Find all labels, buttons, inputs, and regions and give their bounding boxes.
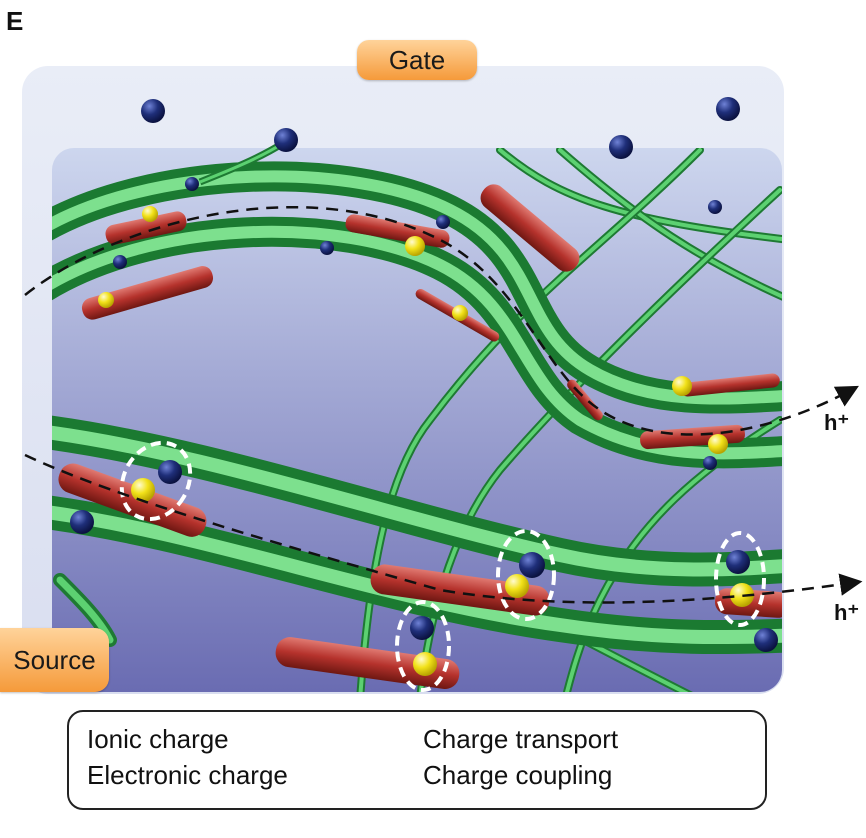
legend-electronic-charge: Electronic charge bbox=[87, 760, 288, 790]
ionic-charges-outer bbox=[141, 97, 740, 159]
electronic-charges bbox=[98, 206, 754, 676]
legend-box: Ionic charge Electronic charge Charge tr… bbox=[67, 710, 767, 810]
hole-label-top: h⁺ bbox=[824, 410, 849, 435]
legend-ionic-charge: Ionic charge bbox=[87, 724, 229, 754]
panel-letter: E bbox=[6, 6, 24, 36]
gate-label: Gate bbox=[357, 40, 477, 80]
hole-label-bottom: h⁺ bbox=[834, 600, 859, 625]
transport-paths bbox=[24, 205, 863, 604]
legend-charge-transport: Charge transport bbox=[423, 724, 619, 754]
coupling-markers bbox=[119, 440, 766, 692]
ionic-charges-inner bbox=[70, 177, 778, 652]
lower-fibers bbox=[52, 413, 782, 655]
legend-charge-coupling: Charge coupling bbox=[423, 760, 613, 790]
source-label: Source bbox=[0, 628, 109, 692]
